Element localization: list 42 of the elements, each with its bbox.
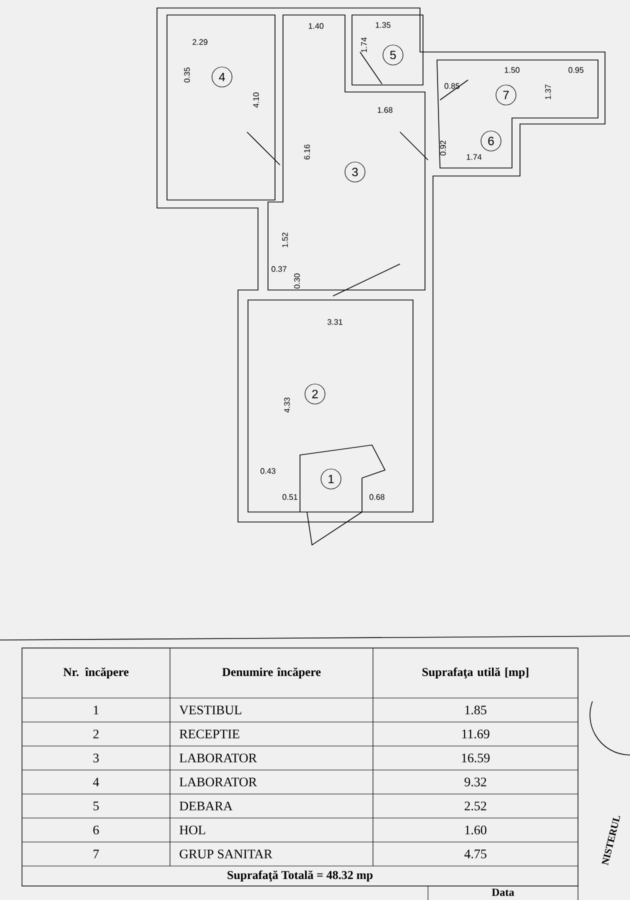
room-number: 4 — [93, 778, 100, 786]
room-name: LABORATOR — [180, 754, 257, 762]
dimension-label: 0.85 — [444, 83, 460, 89]
column-header: Denumire încăpere — [222, 668, 321, 679]
room-name: VESTIBUL — [179, 706, 242, 714]
area-value: 2.52 — [464, 802, 486, 810]
column-header: Nr. încăpere — [63, 668, 129, 679]
dimension-label: 0.35 — [184, 68, 190, 82]
room-number: 5 — [94, 802, 99, 810]
room-number: 6 — [93, 826, 99, 834]
dimension-label: 0.43 — [260, 468, 276, 474]
dimension-label: 0.92 — [440, 140, 446, 156]
room-number: 2 — [93, 730, 99, 738]
dimension-label: 1.68 — [378, 107, 392, 113]
dimension-label: 0.37 — [272, 266, 286, 272]
dimension-label: 1.37 — [545, 84, 551, 100]
area-value: 9.32 — [464, 778, 486, 786]
room-name: GRUP SANITAR — [180, 850, 272, 858]
total-area: Suprafaţă Totală = 48.32 mp — [228, 870, 373, 882]
dimension-label: 0.30 — [294, 274, 300, 288]
dimension-label: 1.40 — [308, 23, 324, 29]
dimension-label: 0.68 — [370, 494, 384, 500]
column-header: Data — [492, 888, 514, 896]
room-number: 3 — [93, 754, 99, 762]
room-name: HOL — [180, 826, 206, 834]
room-name: LABORATOR — [180, 778, 257, 786]
dimension-label: 3.31 — [328, 319, 342, 325]
area-value: 16.59 — [462, 754, 490, 762]
area-value: 4.75 — [464, 850, 486, 858]
dimension-label: 6.16 — [304, 144, 310, 160]
dimension-label: 1.74 — [361, 37, 367, 52]
column-header: Suprafaţa utilă [mp] — [422, 668, 528, 679]
dimension-label: 4.10 — [253, 92, 259, 108]
area-value: 11.69 — [462, 730, 490, 738]
room-name: DEBARA — [180, 802, 233, 810]
dimension-label: 0.95 — [568, 67, 584, 73]
room-number: 7 — [94, 850, 99, 858]
room-name: RECEPTIE — [180, 730, 240, 738]
room-number: 1 — [94, 706, 98, 714]
dimension-label: 1.52 — [282, 232, 288, 248]
area-value: 1.85 — [465, 706, 486, 714]
area-value: 1.60 — [465, 826, 486, 834]
